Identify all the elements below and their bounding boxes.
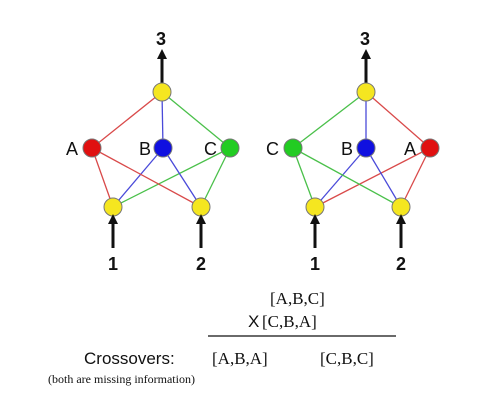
child2-genome: [C,B,C] (320, 349, 374, 368)
edge-in2-B (365, 147, 402, 208)
edge-out-C (161, 91, 231, 149)
edge-in2-C (200, 147, 231, 208)
network-right: 3 C B A 1 2 (266, 29, 440, 274)
edge-out-A (91, 91, 163, 149)
hidden-node-A (420, 138, 440, 158)
input-node-2 (191, 197, 211, 217)
hidden-label-C: C (204, 139, 217, 159)
input-label-1: 1 (108, 254, 118, 274)
edge-in2-B (162, 147, 202, 208)
output-node (152, 82, 172, 102)
hidden-node-C (220, 138, 240, 158)
input-label-2: 2 (396, 254, 406, 274)
edge-in2-C (292, 147, 402, 208)
hidden-label-C: C (266, 139, 279, 159)
input-node-2 (391, 197, 411, 217)
output-node (356, 82, 376, 102)
hidden-node-B (153, 138, 173, 158)
edge-in2-A (400, 147, 431, 208)
input-node-1 (305, 197, 325, 217)
input-label-1: 1 (310, 254, 320, 274)
output-label: 3 (360, 29, 370, 49)
edge-in1-B (112, 147, 164, 208)
edge-out-A (365, 91, 431, 149)
network-left-edges (91, 91, 231, 208)
hidden-label-A: A (404, 139, 416, 159)
child1-genome: [A,B,A] (212, 349, 268, 368)
parent1-genome: [A,B,C] (270, 289, 325, 308)
crossovers-label: Crossovers: (84, 349, 175, 368)
hidden-label-B: B (341, 139, 353, 159)
crossover-section: [A,B,C] X [C,B,A] Crossovers: [A,B,A] [C… (48, 289, 396, 386)
output-label: 3 (156, 29, 166, 49)
hidden-node-C (283, 138, 303, 158)
crossover-operator: X (248, 312, 259, 331)
edge-in1-A (314, 147, 431, 208)
parent2-genome: [C,B,A] (262, 312, 317, 331)
hidden-label-B: B (139, 139, 151, 159)
edge-in1-B (314, 147, 367, 208)
hidden-node-A (82, 138, 102, 158)
edge-out-C (292, 91, 367, 149)
hidden-label-A: A (66, 139, 78, 159)
hidden-node-B (356, 138, 376, 158)
input-label-2: 2 (196, 254, 206, 274)
edge-in2-A (91, 147, 202, 208)
edge-in1-C (292, 147, 316, 208)
network-left: 3 A B C 1 2 (66, 29, 240, 274)
edge-in1-C (112, 147, 231, 208)
input-node-1 (103, 197, 123, 217)
crossover-note: (both are missing information) (48, 372, 195, 386)
edge-in1-A (91, 147, 114, 208)
